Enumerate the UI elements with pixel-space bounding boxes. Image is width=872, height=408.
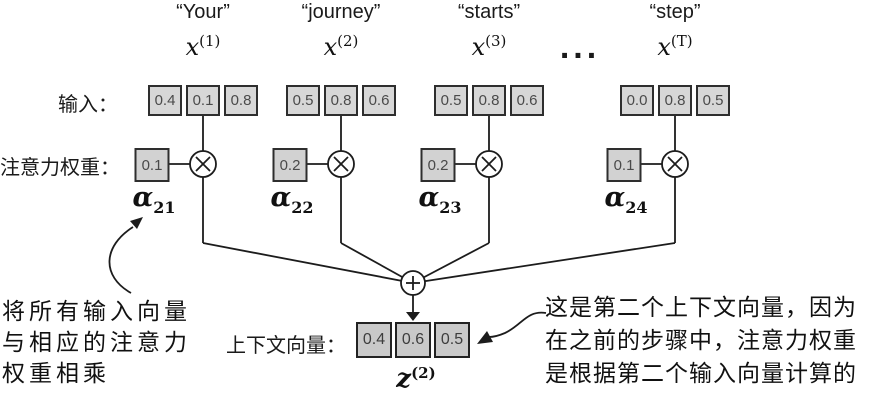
vector-cell: 0.8 (472, 85, 506, 116)
vector-cell: 0.6 (362, 85, 396, 116)
x-var-base: x (323, 33, 338, 61)
input-row-label: 输入： (58, 94, 118, 116)
vector-cell: 0.1 (186, 85, 220, 116)
alpha-sub: 23 (439, 198, 462, 217)
multiply-icon (327, 150, 355, 178)
plus-icon (400, 270, 426, 296)
attention-weight-box: 0.2 (420, 148, 456, 182)
right-annotation-line: 在之前的步骤中，注意力权重 (545, 327, 857, 353)
alpha-label: α22 (270, 182, 313, 217)
alpha-label: α24 (604, 182, 647, 217)
input-vector: 0.4 0.1 0.8 (148, 85, 258, 116)
right-annotation-line: 是根据第二个输入向量计算的 (545, 360, 857, 386)
multiply-icon (661, 150, 689, 178)
vector-cell: 0.4 (148, 85, 182, 116)
right-annotation-line: 这是第二个上下文向量，因为 (545, 294, 857, 320)
context-cell: 0.6 (395, 322, 431, 358)
word-label: “step” (649, 1, 701, 23)
x-var-sup: (3) (485, 32, 507, 50)
x-var-base: x (657, 33, 671, 61)
attention-weight-box: 0.1 (606, 148, 642, 182)
left-annotation-line: 权重相乘 (2, 360, 110, 386)
input-vector: 0.0 0.8 0.5 (620, 85, 730, 116)
down-arrow-icon (406, 295, 420, 321)
left-annotation-line: 与相应的注意力 (2, 329, 191, 355)
multiply-icon (189, 150, 217, 178)
vector-cell: 0.5 (434, 85, 468, 116)
wire-d3 (412, 242, 490, 284)
left-annotation-line: 将所有输入向量 (2, 298, 191, 324)
z-var-sup: (2) (411, 364, 436, 382)
curved-arrow-left-icon (108, 217, 143, 294)
vector-cell: 0.0 (620, 85, 654, 116)
x-var-sup: (T) (670, 32, 693, 50)
alpha-base: α (270, 182, 292, 213)
x-var-label: x(1) (185, 32, 221, 61)
multiply-icon (475, 150, 503, 178)
input-vector: 0.5 0.8 0.6 (286, 85, 396, 116)
z-var-base: z (396, 364, 412, 394)
z-var-label: z(2) (396, 364, 435, 394)
word-label: “journey” (301, 1, 381, 23)
vector-cell: 0.8 (324, 85, 358, 116)
input-vector: 0.5 0.8 0.6 (434, 85, 544, 116)
word-label: “starts” (457, 1, 521, 23)
word-label: “Your” (176, 1, 230, 23)
vector-cell: 0.5 (286, 85, 320, 116)
alpha-base: α (604, 182, 626, 213)
alpha-sub: 22 (291, 198, 314, 217)
ellipsis: ... (559, 28, 601, 66)
x-var-base: x (185, 33, 200, 61)
x-var-label: x(T) (657, 32, 693, 61)
x-var-sup: (1) (199, 32, 221, 50)
alpha-sub: 24 (625, 198, 648, 217)
alpha-base: α (132, 182, 154, 213)
vector-cell: 0.6 (510, 85, 544, 116)
context-cell: 0.5 (434, 322, 470, 358)
alpha-label: α23 (418, 182, 461, 217)
x-var-sup: (2) (337, 32, 359, 50)
alpha-sub: 21 (153, 198, 176, 217)
left-annotation: 将所有输入向量 与相应的注意力 权重相乘 (2, 296, 191, 389)
alpha-base: α (418, 182, 440, 213)
context-vector: 0.4 0.6 0.5 (356, 322, 470, 358)
wire-d2 (340, 242, 414, 284)
attention-row-label: 注意力权重： (0, 157, 120, 179)
wire-d1 (202, 242, 414, 284)
context-cell: 0.4 (356, 322, 392, 358)
vector-cell: 0.8 (658, 85, 692, 116)
right-annotation: 这是第二个上下文向量，因为 在之前的步骤中，注意力权重 是根据第二个输入向量计算… (545, 291, 857, 390)
vector-cell: 0.8 (224, 85, 258, 116)
alpha-label: α21 (132, 182, 175, 217)
attention-weight-box: 0.2 (272, 148, 308, 182)
x-var-label: x(3) (471, 32, 507, 61)
attention-weight-box: 0.1 (134, 148, 170, 182)
curved-arrow-right-icon (477, 311, 547, 344)
vector-cell: 0.5 (696, 85, 730, 116)
wire-d4 (412, 242, 676, 284)
context-row-label: 上下文向量： (226, 335, 346, 357)
x-var-base: x (471, 33, 486, 61)
x-var-label: x(2) (323, 32, 359, 61)
